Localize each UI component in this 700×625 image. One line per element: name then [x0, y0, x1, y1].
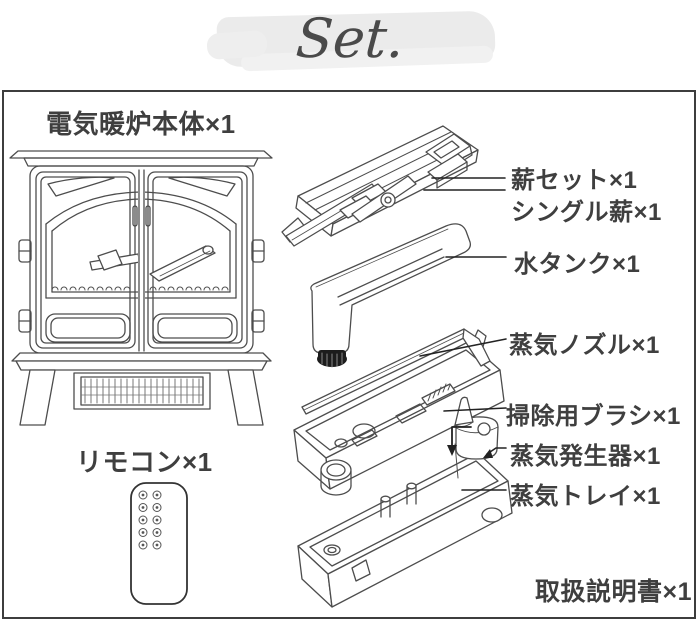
steam-generator-illustration: [454, 396, 499, 460]
label-firewood-set: 薪セット×1: [511, 167, 638, 194]
label-steam-nozzle: 蒸気ノズル×1: [509, 332, 660, 359]
remote-illustration: [130, 482, 188, 605]
label-steam-generator: 蒸気発生器×1: [510, 443, 661, 470]
firewood-set-illustration: [281, 125, 479, 247]
fireplace-illustration: [9, 150, 273, 426]
steam-tray-illustration: [297, 443, 513, 608]
label-single-log: シングル薪×1: [511, 199, 662, 226]
placement-arrow-icon: [447, 426, 472, 456]
label-steam-tray: 蒸気トレイ×1: [510, 483, 661, 510]
label-fireplace: 電気暖炉本体×1: [46, 109, 236, 139]
label-water-tank: 水タンク×1: [514, 251, 641, 278]
steam-nozzle-illustration: [301, 328, 491, 415]
label-cleaning-brush: 掃除用ブラシ×1: [506, 403, 681, 430]
leader-lines: [419, 177, 507, 491]
water-tank-illustration: [310, 223, 471, 368]
housing-tray-illustration: [293, 329, 505, 496]
label-remote: リモコン×1: [76, 447, 213, 477]
cleaning-brush-illustration: [421, 383, 456, 406]
label-manual: 取扱説明書×1: [534, 578, 692, 606]
